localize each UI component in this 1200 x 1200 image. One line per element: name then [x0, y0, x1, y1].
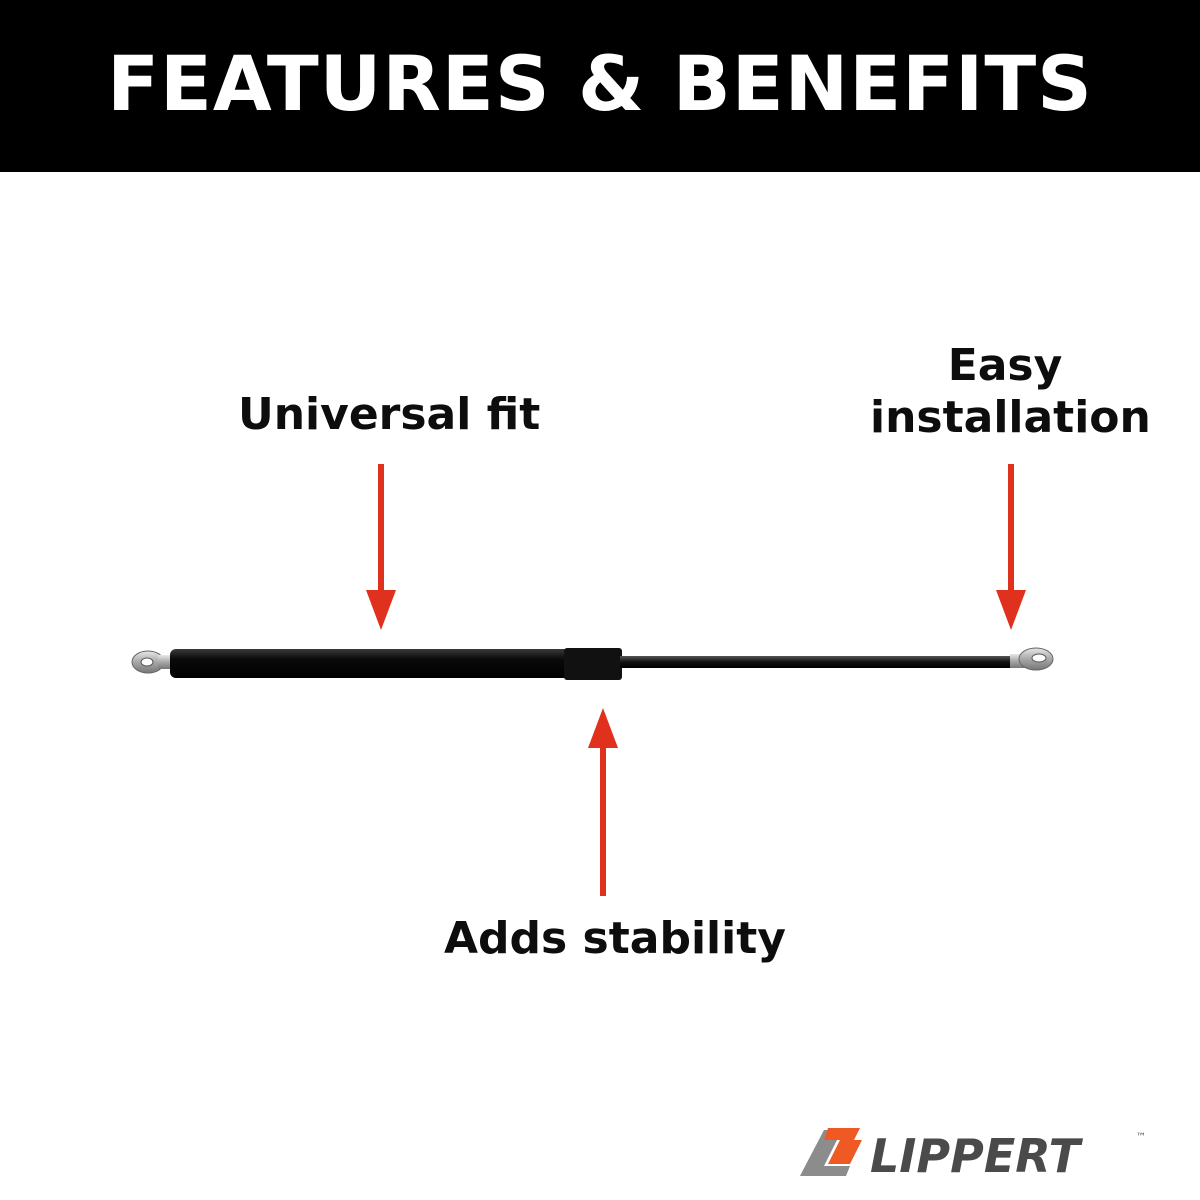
page-title: FEATURES & BENEFITS	[107, 38, 1093, 128]
gas-strut-image	[131, 647, 1054, 680]
trademark-symbol: ™	[1136, 1132, 1146, 1143]
right-eyelet-icon	[1010, 647, 1054, 671]
left-eyelet-icon	[131, 650, 174, 674]
easy-installation-line2: installation	[870, 392, 1151, 443]
adds-stability-label: Adds stability	[444, 913, 786, 964]
universal-fit-arrow-icon	[366, 464, 396, 630]
logo-wordmark: LIPPERT	[870, 1129, 1084, 1183]
lippert-logo: LIPPERT ™	[800, 1128, 1146, 1183]
header-banner: FEATURES & BENEFITS	[0, 0, 1200, 172]
universal-fit-label: Universal fit	[238, 389, 541, 440]
easy-installation-arrow-icon	[996, 464, 1026, 630]
adds-stability-arrow-icon	[588, 708, 618, 896]
easy-installation-line1: Easy	[947, 340, 1063, 391]
easy-installation-label: Easy installation	[870, 340, 1151, 444]
